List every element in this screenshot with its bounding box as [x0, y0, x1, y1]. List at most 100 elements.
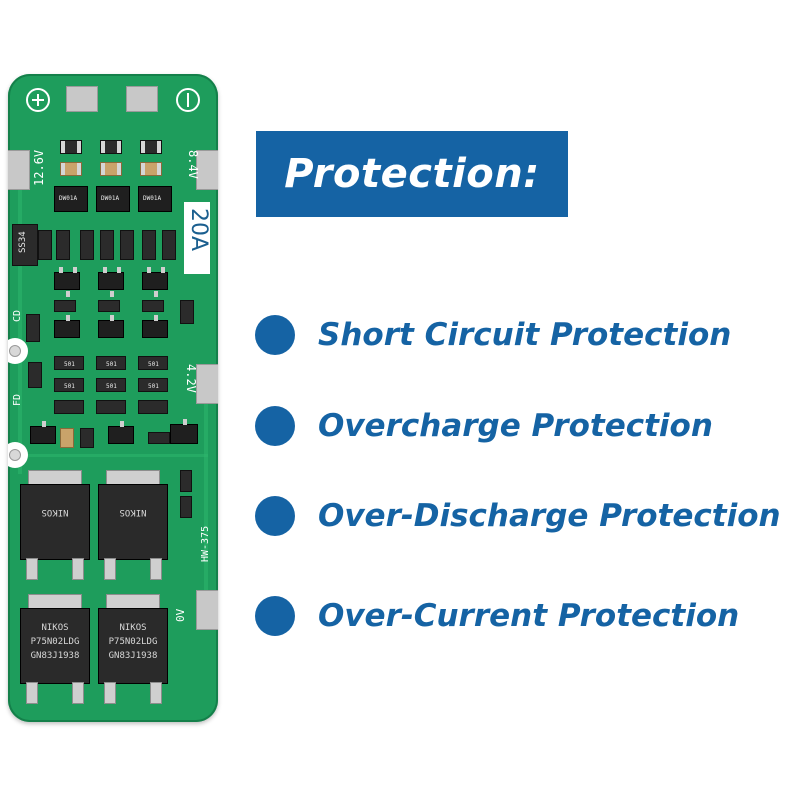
- mosfet-mark-brand: NIKOS: [41, 623, 69, 633]
- plus-terminal-icon: [26, 88, 50, 112]
- capacitor: [100, 162, 122, 176]
- mosfet-mark: NIKOS: [41, 507, 69, 517]
- current-rating-label: 20A: [184, 202, 211, 274]
- mosfet-mark-lot: GN83J1938: [108, 651, 158, 661]
- resistor: [60, 140, 82, 154]
- resistor: [96, 400, 126, 414]
- resistor: 501: [96, 378, 126, 392]
- ic-mark: DW01A: [143, 195, 162, 202]
- protection-ic: DW01A: [138, 186, 172, 212]
- model-label: HW-375: [200, 525, 211, 562]
- ic-mark: DW01A: [101, 195, 120, 202]
- mounting-hole: [8, 338, 28, 364]
- resistor: [100, 230, 114, 260]
- resistor: [54, 400, 84, 414]
- resistor-mark: 501: [64, 383, 75, 390]
- resistor: [138, 400, 168, 414]
- resistor: [54, 300, 76, 312]
- resistor: [180, 470, 192, 492]
- mosfet-mark-part: P75N02LDG: [30, 637, 80, 647]
- terminal-pad: [196, 364, 218, 404]
- mosfet-mark-brand: NIKOS: [119, 623, 147, 633]
- resistor: [80, 230, 94, 260]
- capacitor: [60, 162, 82, 176]
- capacitor: [60, 428, 74, 448]
- mosfet: NIKOS P75N02LDG GN83J1938: [98, 594, 168, 706]
- label-fd: FD: [12, 393, 23, 406]
- mosfet: NIKOS: [98, 470, 168, 582]
- resistor: [100, 140, 122, 154]
- resistor: [38, 230, 52, 260]
- label-0v: 0V: [174, 608, 187, 622]
- title-text: Protection:: [284, 151, 540, 197]
- terminal-pad: [66, 86, 98, 112]
- resistor: [162, 230, 176, 260]
- capacitor: [140, 162, 162, 176]
- transistor: [98, 267, 124, 297]
- transistor: [54, 267, 80, 297]
- resistor-mark: 501: [148, 361, 159, 368]
- transistor: [30, 421, 56, 444]
- feature-item: Short Circuit Protection: [255, 313, 731, 357]
- feature-label: Short Circuit Protection: [318, 317, 732, 353]
- pcb-trace: [18, 454, 208, 457]
- resistor: [80, 428, 94, 448]
- feature-item: Over-Discharge Protection: [255, 494, 781, 538]
- current-rating-text: 20A: [186, 208, 211, 252]
- resistor-mark: 501: [106, 361, 117, 368]
- transistor: [170, 419, 198, 444]
- voltage-label-12-6v: 12.6V: [32, 149, 46, 186]
- bullet-dot-icon: [255, 315, 295, 355]
- mosfet: NIKOS: [20, 470, 90, 582]
- pcb-board-image: 12.6V 8.4V 20A 4.2V CD FD 0V HW-375 SS34…: [8, 74, 218, 722]
- feature-item: Over-Current Protection: [255, 594, 739, 638]
- resistor: [142, 300, 164, 312]
- resistor: [120, 230, 134, 260]
- resistor: 501: [96, 356, 126, 370]
- mosfet-mark: NIKOS: [119, 507, 147, 517]
- transistor: [98, 315, 124, 338]
- transistor: [54, 315, 80, 338]
- feature-label: Over-Discharge Protection: [318, 498, 781, 534]
- minus-terminal-icon: [176, 88, 200, 112]
- resistor: [26, 314, 40, 342]
- title-banner: Protection:: [256, 131, 568, 217]
- resistor: [56, 230, 70, 260]
- feature-item: Overcharge Protection: [255, 404, 713, 448]
- mosfet: NIKOS P75N02LDG GN83J1938: [20, 594, 90, 706]
- terminal-pad: [196, 590, 218, 630]
- bullet-dot-icon: [255, 496, 295, 536]
- protection-ic: DW01A: [96, 186, 130, 212]
- resistor: 501: [138, 356, 168, 370]
- voltage-label-4-2v: 4.2V: [184, 364, 198, 393]
- terminal-pad: [8, 150, 30, 190]
- resistor: 501: [54, 378, 84, 392]
- protection-ic: DW01A: [54, 186, 88, 212]
- resistor: 501: [54, 356, 84, 370]
- transistor: [142, 315, 168, 338]
- pcb-trace: [18, 174, 22, 474]
- diode-mark: SS34: [18, 231, 28, 253]
- transistor: [142, 267, 168, 297]
- ic-mark: DW01A: [59, 195, 78, 202]
- resistor: [180, 496, 192, 518]
- resistor: [142, 230, 156, 260]
- resistor-mark: 501: [148, 383, 159, 390]
- resistor: 501: [138, 378, 168, 392]
- terminal-pad: [126, 86, 158, 112]
- bullet-dot-icon: [255, 596, 295, 636]
- voltage-label-8-4v: 8.4V: [186, 150, 200, 179]
- terminal-pad: [196, 150, 218, 190]
- mosfet-mark-lot: GN83J1938: [30, 651, 80, 661]
- resistor: [180, 300, 194, 324]
- pcb-trace: [204, 374, 208, 594]
- feature-label: Overcharge Protection: [318, 408, 713, 444]
- resistor-mark: 501: [106, 383, 117, 390]
- resistor-mark: 501: [64, 361, 75, 368]
- resistor: [98, 300, 120, 312]
- diode: SS34: [12, 224, 38, 266]
- resistor: [140, 140, 162, 154]
- mosfet-mark-part: P75N02LDG: [108, 637, 158, 647]
- feature-label: Over-Current Protection: [318, 598, 740, 634]
- resistor: [28, 362, 42, 388]
